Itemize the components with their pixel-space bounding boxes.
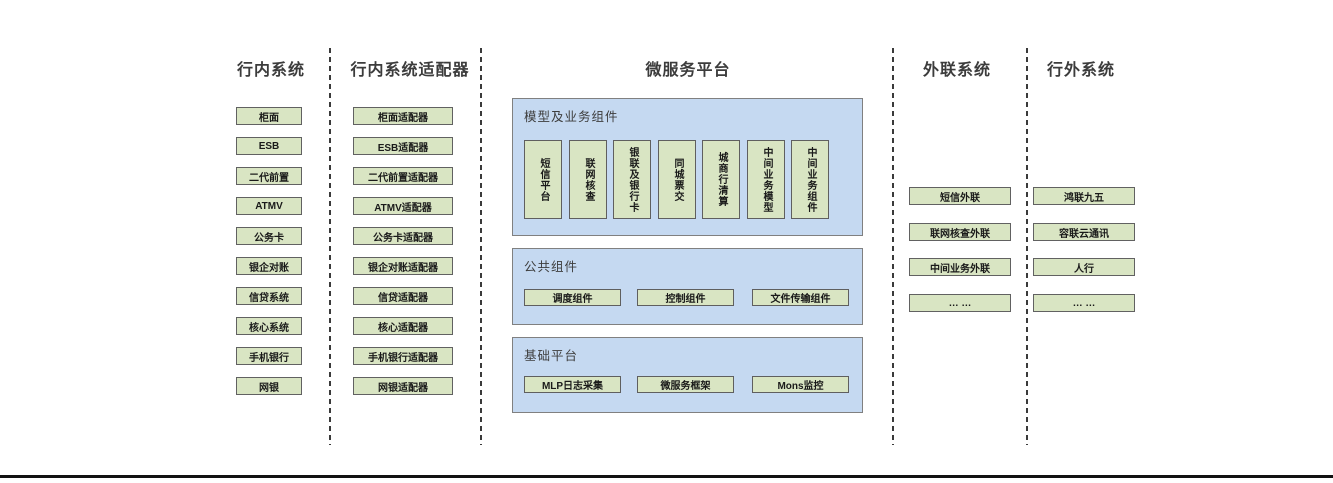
- component-box-vertical: 银联及银行卡: [613, 140, 651, 219]
- component-box-vertical: 中间业务模型: [747, 140, 785, 219]
- inbank-system-box: 信贷系统: [236, 287, 302, 305]
- adapter-box: 网银适配器: [353, 377, 453, 395]
- column-divider: [1026, 48, 1028, 445]
- inbank-system-box: ATMV: [236, 197, 302, 215]
- inbank-system-box: 公务卡: [236, 227, 302, 245]
- adapter-box: 信贷适配器: [353, 287, 453, 305]
- column-header-outside: 行外系统: [1046, 62, 1115, 79]
- component-box-vertical: 联网核查: [569, 140, 607, 219]
- column-divider: [892, 48, 894, 445]
- adapter-box: ESB适配器: [353, 137, 453, 155]
- component-box-vertical: 中间业务组件: [791, 140, 829, 219]
- column-divider: [329, 48, 331, 445]
- component-box: Mons监控: [752, 376, 849, 393]
- component-box: 调度组件: [524, 289, 621, 306]
- inbank-system-box: 二代前置: [236, 167, 302, 185]
- adapter-box: ATMV适配器: [353, 197, 453, 215]
- outside-system-box: 容联云通讯: [1033, 223, 1135, 241]
- outside-system-box: 鸿联九五: [1033, 187, 1135, 205]
- external-link-box: 联网核查外联: [909, 223, 1011, 241]
- panel-label: 模型及业务组件: [524, 110, 619, 124]
- adapter-box: 银企对账适配器: [353, 257, 453, 275]
- component-box-vertical: 同城票交: [658, 140, 696, 219]
- column-header-external-link: 外联系统: [922, 62, 991, 79]
- inbank-system-box: 网银: [236, 377, 302, 395]
- inbank-system-box: 核心系统: [236, 317, 302, 335]
- platform-panel-base: 基础平台 MLP日志采集 微服务框架 Mons监控: [512, 337, 863, 413]
- bottom-rule: [0, 475, 1333, 478]
- platform-panel-model-components: 模型及业务组件 短信平台 联网核查 银联及银行卡 同城票交 城商行清算 中间业务…: [512, 98, 863, 236]
- adapter-box: 公务卡适配器: [353, 227, 453, 245]
- component-box-vertical: 城商行清算: [702, 140, 740, 219]
- adapter-box: 二代前置适配器: [353, 167, 453, 185]
- panel-label: 基础平台: [524, 349, 579, 363]
- adapter-box: 手机银行适配器: [353, 347, 453, 365]
- inbank-system-box: 手机银行: [236, 347, 302, 365]
- inbank-system-box: 柜面: [236, 107, 302, 125]
- column-header-platform: 微服务平台: [645, 62, 731, 79]
- inbank-system-box: 银企对账: [236, 257, 302, 275]
- external-link-box: … …: [909, 294, 1011, 312]
- panel-label: 公共组件: [524, 260, 579, 274]
- component-box: 控制组件: [637, 289, 734, 306]
- external-link-box: 中间业务外联: [909, 258, 1011, 276]
- component-box: MLP日志采集: [524, 376, 621, 393]
- inbank-system-box: ESB: [236, 137, 302, 155]
- component-box-vertical: 短信平台: [524, 140, 562, 219]
- component-box: 文件传输组件: [752, 289, 849, 306]
- external-link-box: 短信外联: [909, 187, 1011, 205]
- adapter-box: 柜面适配器: [353, 107, 453, 125]
- column-header-inbank: 行内系统: [236, 62, 305, 79]
- outside-system-box: 人行: [1033, 258, 1135, 276]
- component-box: 微服务框架: [637, 376, 734, 393]
- column-divider: [480, 48, 482, 445]
- outside-system-box: … …: [1033, 294, 1135, 312]
- column-header-adapters: 行内系统适配器: [350, 62, 470, 79]
- adapter-box: 核心适配器: [353, 317, 453, 335]
- platform-panel-common-components: 公共组件 调度组件 控制组件 文件传输组件: [512, 248, 863, 325]
